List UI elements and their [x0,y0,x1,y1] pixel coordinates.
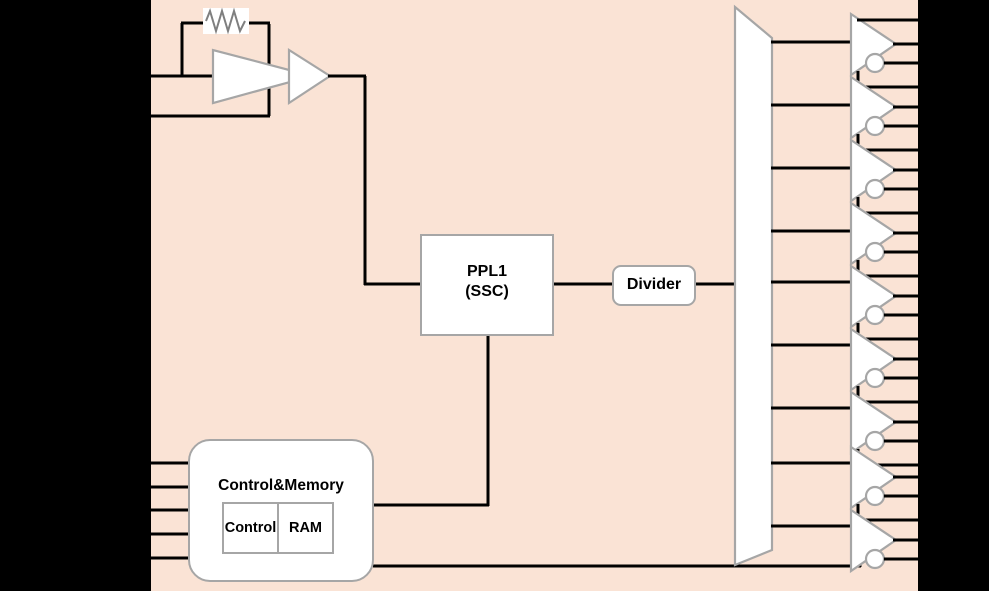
control-cell[interactable]: Control [224,504,279,552]
output-stage-6 [771,326,918,404]
output-stage-1 [771,11,918,89]
control-memory-block[interactable] [188,439,374,582]
output-stage-8 [771,444,918,522]
feedback-resistor-body [203,8,249,34]
control-memory-inner-table: Control RAM [222,502,334,554]
output-stage-5 [771,263,918,341]
ram-cell[interactable]: RAM [288,520,323,536]
output-stage-9 [771,507,918,574]
fanout-buffer-bar-icon [733,4,774,567]
osc-amplifier-icon [211,48,317,105]
pll-block[interactable] [420,234,554,336]
output-stage-7 [771,389,918,467]
osc-buffer-icon [287,47,333,106]
output-stage-3 [771,137,918,215]
output-stage-4 [771,200,918,278]
divider-block[interactable] [612,265,696,306]
